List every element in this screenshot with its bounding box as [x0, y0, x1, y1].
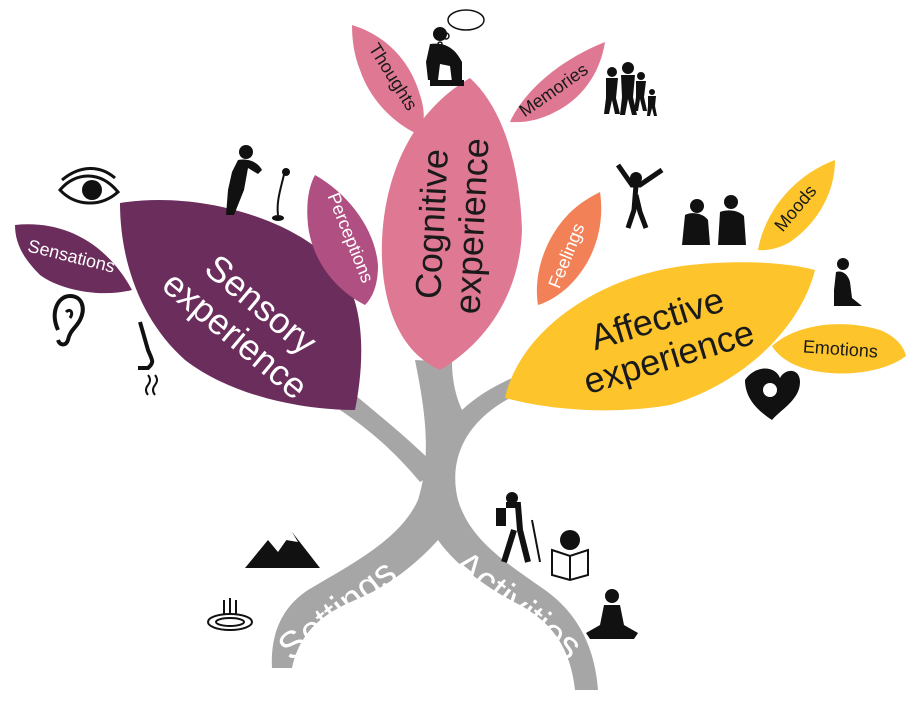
memories-leaf	[510, 42, 605, 123]
feelings-leaf	[536, 192, 602, 305]
cognitive-experience-label: Cognitive experience	[407, 137, 496, 315]
heart-lovers-icon	[745, 368, 800, 420]
moods-leaf	[758, 160, 835, 251]
flower-icon	[272, 168, 290, 221]
kneeling-woman-icon	[834, 258, 862, 306]
conversation-icon	[682, 195, 746, 245]
waterfall-icon	[207, 598, 253, 631]
cognitive-line2: experience	[446, 137, 496, 315]
ear-icon	[52, 293, 85, 347]
sensations-leaf	[15, 224, 132, 294]
cognitive-experience-leaf	[381, 78, 522, 370]
mountain-icon	[245, 532, 320, 568]
meditating-person-icon	[586, 589, 638, 639]
hiker-icon	[496, 492, 541, 563]
cognitive-line1: Cognitive	[407, 148, 456, 300]
tree-trunk	[271, 360, 598, 690]
emotions-leaf	[772, 324, 906, 374]
thinker-icon	[426, 27, 464, 86]
sensory-experience-leaf	[120, 199, 362, 410]
reader-icon	[551, 530, 589, 582]
family-walking-icon	[604, 62, 657, 116]
affective-experience-leaf	[505, 262, 815, 411]
thoughts-leaf	[352, 25, 424, 135]
eye-icon	[57, 167, 121, 205]
bending-woman-icon	[226, 145, 262, 215]
perceptions-leaf	[307, 175, 378, 305]
nose-icon	[138, 321, 158, 396]
jumping-person-icon	[615, 163, 664, 229]
thought-cloud-icon	[437, 9, 485, 47]
